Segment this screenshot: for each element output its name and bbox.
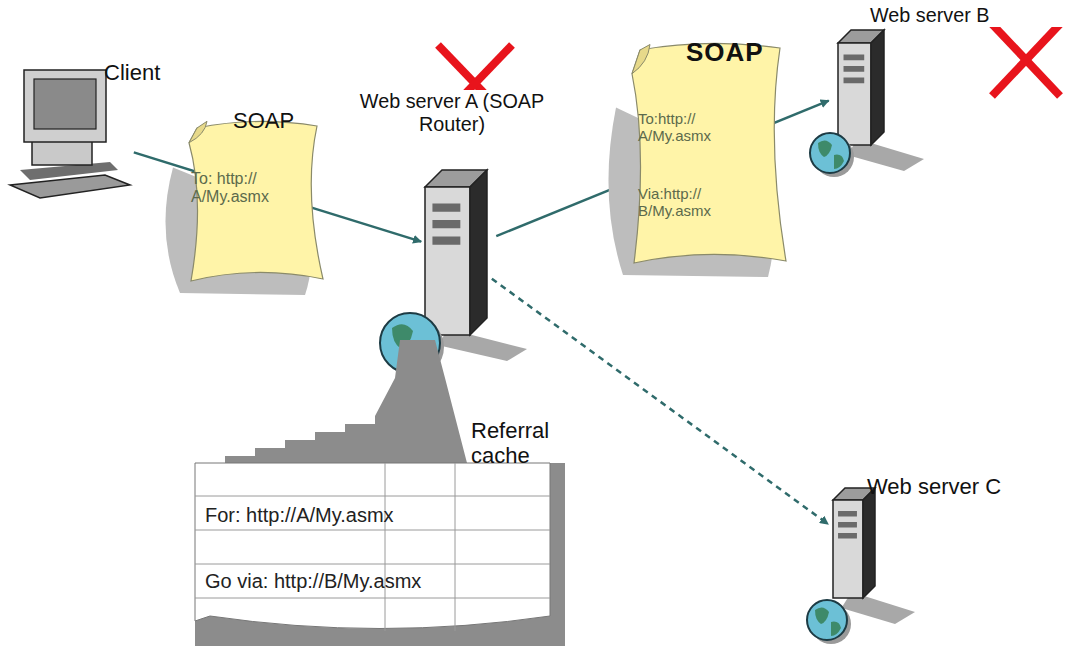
server-tower — [833, 488, 915, 624]
soap-message: SOAPTo: http:// A/My.asmx — [185, 118, 325, 283]
message-via: Via:http:// B/My.asmx — [638, 185, 738, 220]
node-shape — [10, 70, 130, 195]
referral-cache-table — [195, 340, 565, 646]
node-label: Client — [104, 60, 194, 85]
node-label: Web server C — [867, 474, 1065, 499]
cache-entry: For: http://A/My.asmx — [205, 504, 535, 527]
node-shape — [833, 488, 875, 598]
cache-heading: Referral cache — [471, 418, 561, 469]
client-node: Client — [10, 70, 130, 195]
message-address: To: http:// A/My.asmx — [191, 170, 299, 207]
failure-cross-b — [992, 24, 1060, 96]
node-label: Web server A (SOAP Router) — [345, 90, 559, 136]
node-shape — [425, 170, 487, 335]
node-shape — [628, 40, 788, 265]
message-heading: SOAP — [686, 38, 786, 68]
globe-icon — [810, 133, 854, 177]
node-label: Web server B — [868, 4, 1065, 27]
soap-document — [165, 121, 323, 295]
soap-message: SOAP To:http:// A/My.asmxVia:http:// B/My… — [628, 40, 788, 265]
client-computer — [10, 70, 130, 198]
referral-cache: Referral cacheFor: http://A/My.asmx Go vi… — [195, 418, 565, 646]
message-heading: SOAP — [233, 108, 323, 133]
cache-entry: Go via: http://B/My.asmx — [205, 570, 535, 593]
router-server: Web server A (SOAP Router) — [425, 170, 487, 335]
node-shape — [838, 30, 884, 145]
globe-icon — [807, 600, 851, 644]
message-address: To:http:// A/My.asmx — [638, 110, 738, 145]
cross-stroke — [992, 24, 1060, 96]
soap-document — [608, 43, 786, 277]
cross-stroke — [992, 24, 1060, 96]
web-server: Web server B — [838, 30, 884, 145]
server-tower — [425, 170, 527, 361]
web-server: Web server C — [833, 488, 875, 598]
